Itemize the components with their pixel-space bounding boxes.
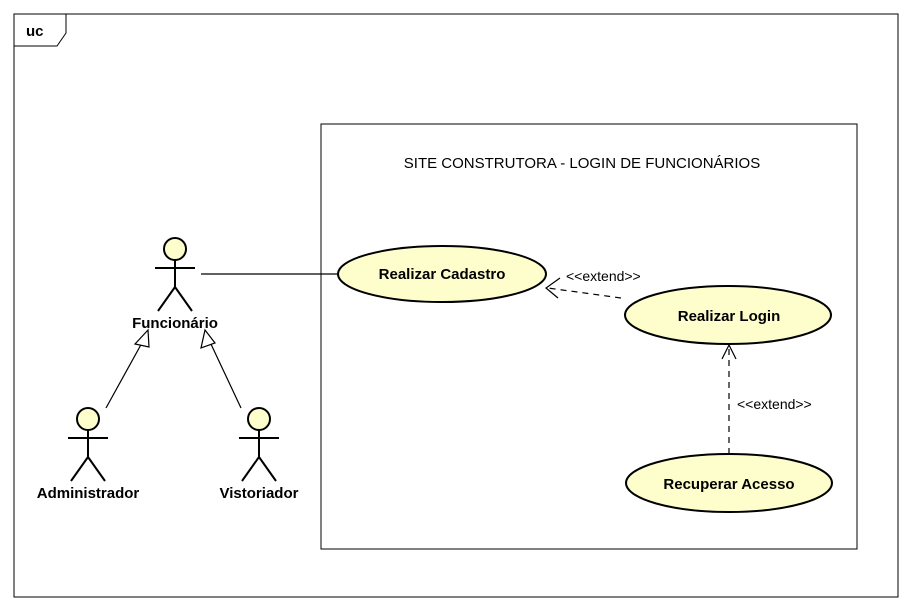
system-title: SITE CONSTRUTORA - LOGIN DE FUNCIONÁRIOS [404,155,760,172]
actor-head [76,407,100,431]
generalization-administrador [105,340,144,409]
actor-head [247,407,271,431]
actor-right-leg [174,286,193,312]
extend-arrowhead-login [721,343,737,360]
actor-left-leg [70,456,89,482]
use-case-realizar-login[interactable]: Realizar Login [624,285,832,345]
actor-left-leg [157,286,176,312]
system-boundary [320,123,858,550]
actor-left-leg [241,456,260,482]
extend-arrowhead-cadastro [545,277,561,299]
actor-right-leg [258,456,277,482]
use-case-label: Recuperar Acesso [663,476,794,493]
extend-label-login: <<extend>> [566,268,641,284]
frame-tag-box [14,13,67,47]
frame-tag: uc [26,23,44,40]
actor-head [163,237,187,261]
actor-right-leg [87,456,106,482]
generalization-arrowhead-vistoriador [200,328,216,349]
generalization-vistoriador [209,341,242,409]
actor-vistoriador[interactable]: Vistoriador [220,407,299,502]
use-case-recuperar-acesso[interactable]: Recuperar Acesso [625,453,833,513]
actor-label: Funcionário [132,315,218,332]
actor-administrador[interactable]: Administrador [37,407,140,502]
generalization-arrowhead-administrador [133,328,150,348]
use-case-ellipse [624,285,832,345]
use-case-realizar-cadastro[interactable]: Realizar Cadastro [337,245,547,303]
use-case-ellipse [337,245,547,303]
use-case-label: Realizar Cadastro [379,266,506,283]
extend-label-recuperar: <<extend>> [737,396,812,412]
extend-login-to-cadastro [547,287,622,299]
use-case-label: Realizar Login [678,308,781,325]
use-case-ellipse [625,453,833,513]
uml-frame [13,13,899,598]
actor-label: Vistoriador [220,485,299,502]
actor-funcionario[interactable]: Funcionário [132,237,218,332]
actor-label: Administrador [37,485,140,502]
